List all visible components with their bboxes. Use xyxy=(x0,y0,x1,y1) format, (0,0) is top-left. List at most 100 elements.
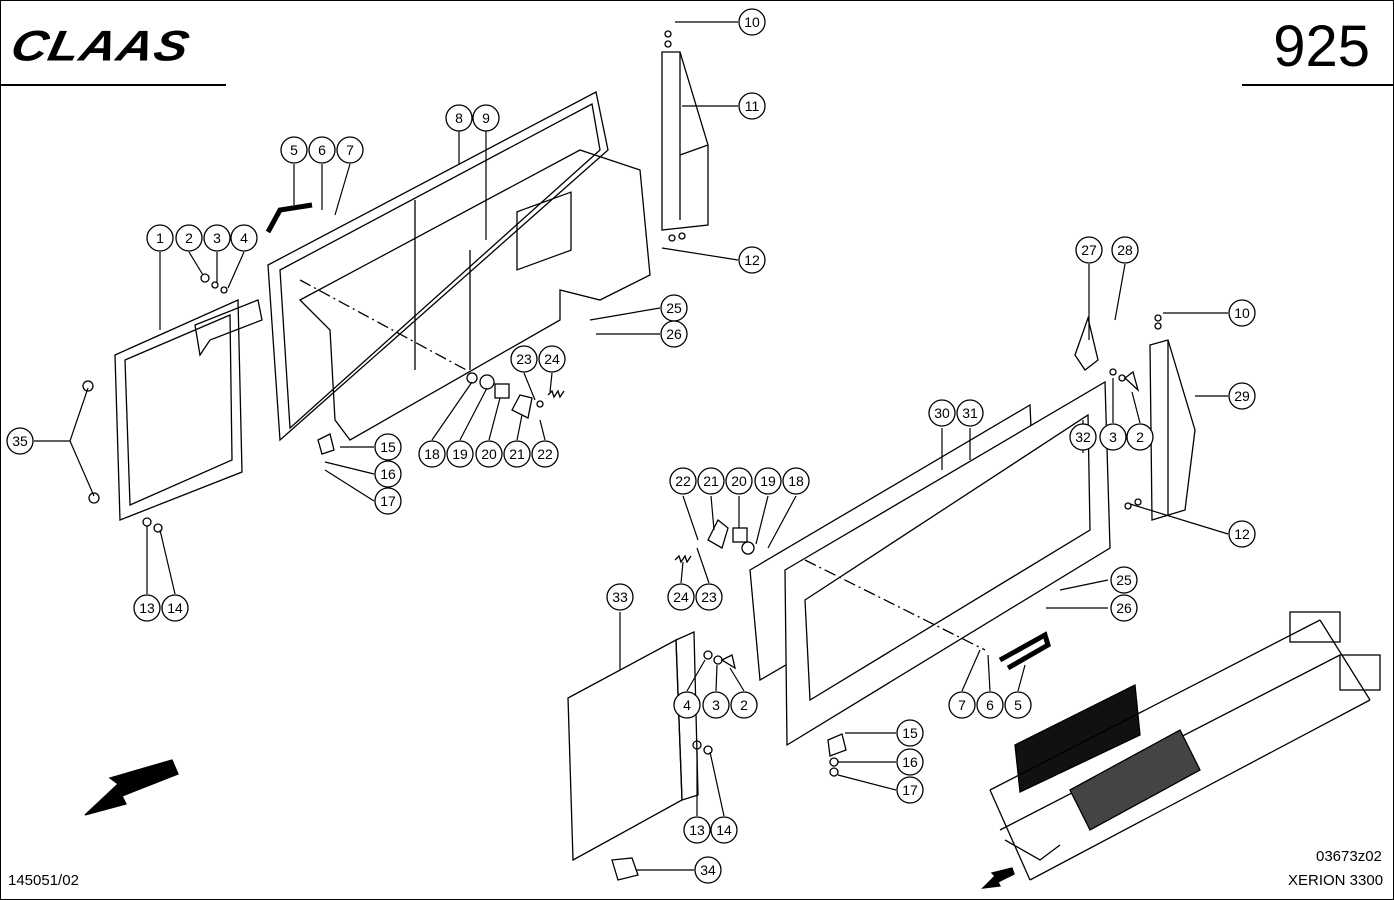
callout-circle xyxy=(1228,520,1256,548)
callout-label: 25 xyxy=(666,300,682,316)
lower-side-panel xyxy=(749,380,1111,747)
callout-17: 17 xyxy=(374,487,402,515)
callout-8: 8 xyxy=(445,104,473,132)
callout-label: 5 xyxy=(1014,697,1022,713)
callout-25: 25 xyxy=(660,294,688,322)
callout-label: 30 xyxy=(934,405,950,421)
callout-circle xyxy=(738,92,766,120)
callout-circle xyxy=(1004,691,1032,719)
callout-label: 2 xyxy=(740,697,748,713)
callout-23: 23 xyxy=(695,583,723,611)
callout-4: 4 xyxy=(673,691,701,719)
gusset-plate xyxy=(1074,315,1099,371)
callout-22: 22 xyxy=(531,440,559,468)
callout-label: 3 xyxy=(712,697,720,713)
callout-circle xyxy=(669,467,697,495)
callout-label: 12 xyxy=(744,252,760,268)
callout-7: 7 xyxy=(336,136,364,164)
callout-circle xyxy=(695,583,723,611)
callout-circle xyxy=(956,399,984,427)
header-rule-left xyxy=(0,84,226,86)
callout-label: 6 xyxy=(318,142,326,158)
callout-6: 6 xyxy=(976,691,1004,719)
callout-1: 1 xyxy=(146,224,174,252)
spring-upper xyxy=(547,389,565,399)
callout-label: 4 xyxy=(683,697,691,713)
callout-circle xyxy=(1126,423,1154,451)
callout-label: 29 xyxy=(1234,388,1250,404)
callout-11: 11 xyxy=(738,92,766,120)
machine-chassis-overview xyxy=(989,611,1381,881)
callout-19: 19 xyxy=(446,440,474,468)
callout-circle xyxy=(1099,423,1127,451)
handle-upper xyxy=(265,202,313,234)
callout-16: 16 xyxy=(896,748,924,776)
callout-17: 17 xyxy=(896,776,924,804)
callout-circle xyxy=(1110,594,1138,622)
upper-side-panel xyxy=(267,91,651,442)
callout-circle xyxy=(446,440,474,468)
callout-label: 7 xyxy=(346,142,354,158)
callout-circle xyxy=(660,320,688,348)
callout-19: 19 xyxy=(754,467,782,495)
callout-25: 25 xyxy=(1110,566,1138,594)
callout-15: 15 xyxy=(374,433,402,461)
callout-15: 15 xyxy=(896,719,924,747)
callout-20: 20 xyxy=(725,467,753,495)
callout-3: 3 xyxy=(702,691,730,719)
callout-label: 9 xyxy=(482,110,490,126)
callout-label: 35 xyxy=(12,433,28,449)
callout-label: 26 xyxy=(666,326,682,342)
callout-5: 5 xyxy=(280,136,308,164)
callout-circle xyxy=(475,440,503,468)
callout-circle xyxy=(683,816,711,844)
leader-lines xyxy=(34,21,1229,871)
callout-circle xyxy=(161,594,189,622)
callout-circle xyxy=(374,460,402,488)
callout-label: 10 xyxy=(1234,305,1250,321)
callout-label: 20 xyxy=(481,446,497,462)
callout-circle xyxy=(730,691,758,719)
callout-circle xyxy=(1111,236,1139,264)
callout-circle xyxy=(1228,382,1256,410)
callout-33: 33 xyxy=(606,583,634,611)
callout-label: 1 xyxy=(156,230,164,246)
callout-circle xyxy=(445,104,473,132)
callout-label: 25 xyxy=(1116,572,1132,588)
callout-14: 14 xyxy=(710,816,738,844)
callout-label: 17 xyxy=(902,782,918,798)
upper-bracket xyxy=(661,51,709,231)
callout-label: 17 xyxy=(380,493,396,509)
callout-label: 7 xyxy=(958,697,966,713)
callout-label: 34 xyxy=(700,862,716,878)
callout-circle xyxy=(1069,423,1097,451)
callout-circle xyxy=(976,691,1004,719)
callout-circle xyxy=(673,691,701,719)
callout-18: 18 xyxy=(418,440,446,468)
callout-circle xyxy=(782,467,810,495)
right-bracket xyxy=(1149,339,1196,521)
callout-circle xyxy=(1075,236,1103,264)
callout-circle xyxy=(896,776,924,804)
callout-27: 27 xyxy=(1075,236,1103,264)
lower-door xyxy=(567,631,699,862)
callout-label: 22 xyxy=(675,473,691,489)
callout-circle xyxy=(374,487,402,515)
callout-label: 27 xyxy=(1081,242,1097,258)
callout-12: 12 xyxy=(738,246,766,274)
callout-6: 6 xyxy=(308,136,336,164)
callout-circle xyxy=(538,345,566,373)
callout-label: 24 xyxy=(673,589,689,605)
callout-13: 13 xyxy=(133,594,161,622)
callout-4: 4 xyxy=(230,224,258,252)
callout-label: 3 xyxy=(213,230,221,246)
callout-label: 15 xyxy=(902,725,918,741)
callout-label: 16 xyxy=(902,754,918,770)
callout-circle xyxy=(133,594,161,622)
callout-circle xyxy=(6,427,34,455)
callout-label: 19 xyxy=(452,446,468,462)
callout-16: 16 xyxy=(374,460,402,488)
page-number: 925 xyxy=(1273,14,1370,79)
callout-label: 6 xyxy=(986,697,994,713)
callout-label: 21 xyxy=(703,473,719,489)
